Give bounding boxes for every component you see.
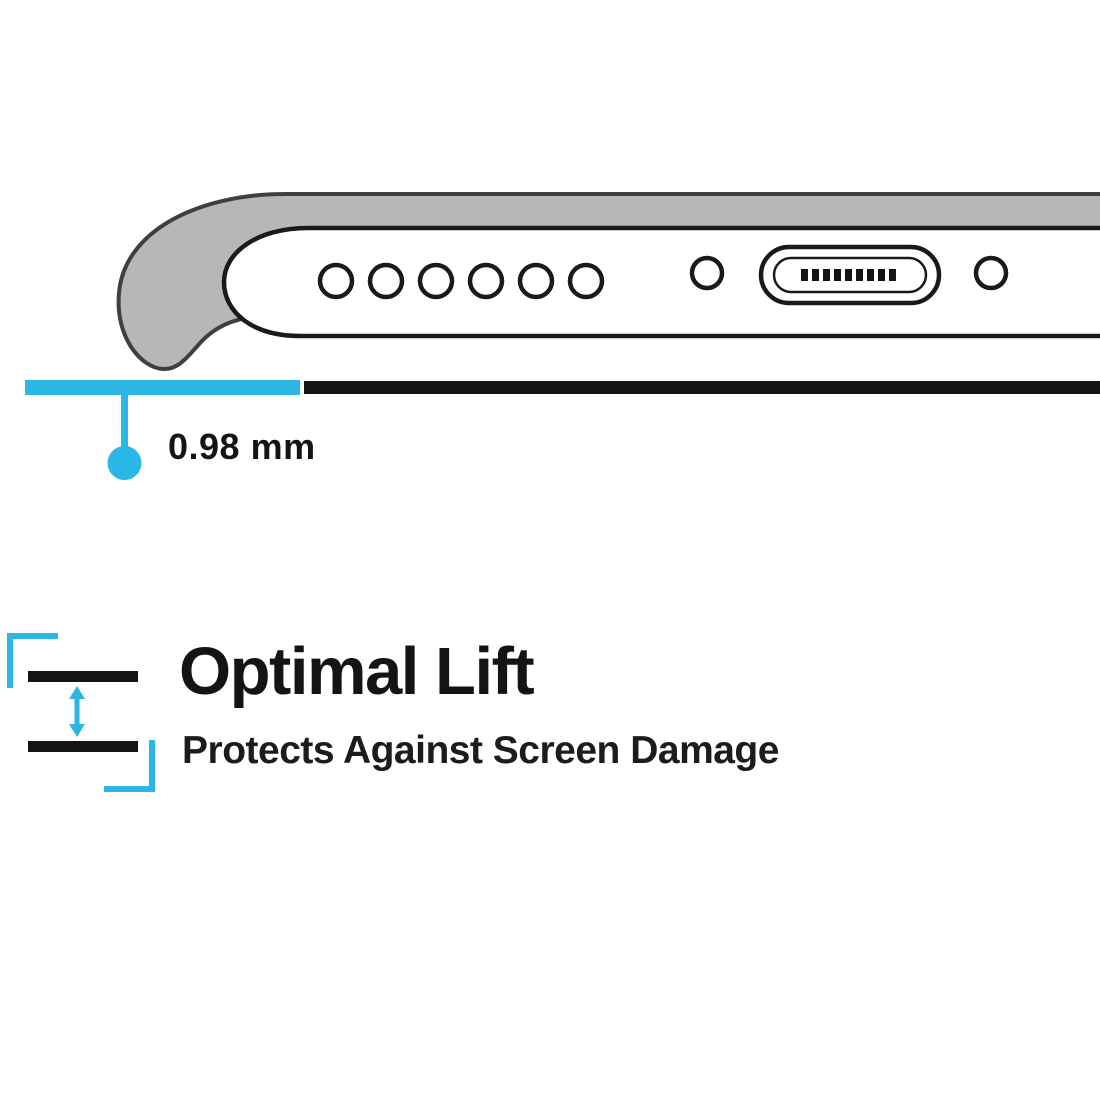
port-pin xyxy=(812,269,819,281)
port-pin xyxy=(845,269,852,281)
surface-line-black-segment xyxy=(304,381,1100,394)
feature-title: Optimal Lift xyxy=(179,634,535,709)
port-pin xyxy=(878,269,885,281)
speaker-hole-icon xyxy=(417,262,455,300)
port-pin xyxy=(834,269,841,281)
port-pins xyxy=(801,269,896,281)
surface-line xyxy=(25,380,1100,395)
phone-bottom-edge xyxy=(221,225,1100,339)
port-pin xyxy=(867,269,874,281)
speaker-hole-icon xyxy=(567,262,605,300)
speaker-hole-icon xyxy=(317,262,355,300)
lift-plate-bottom xyxy=(28,741,138,752)
port-pin xyxy=(856,269,863,281)
speaker-hole-icon xyxy=(517,262,555,300)
bracket-bottom-right-icon xyxy=(104,740,155,792)
lift-plate-top xyxy=(28,671,138,682)
port-pin xyxy=(801,269,808,281)
bracket-top-left-icon xyxy=(7,633,58,688)
screw-hole-icon xyxy=(689,255,725,291)
measurement-label: 0.98 mm xyxy=(168,426,316,467)
speaker-hole-icon xyxy=(467,262,505,300)
measurement-pin-dot xyxy=(107,446,142,480)
speaker-hole-icon xyxy=(367,262,405,300)
screw-hole-icon xyxy=(973,255,1009,291)
lift-icon xyxy=(7,633,155,792)
measurement-pin-stem xyxy=(121,394,128,450)
phone-case-illustration xyxy=(116,192,1100,371)
speaker-holes xyxy=(317,262,605,300)
measurement-pin-icon xyxy=(107,394,142,480)
surface-line-cyan-segment xyxy=(25,380,300,395)
port-pin xyxy=(889,269,896,281)
port-pin xyxy=(823,269,830,281)
port-inner-ring xyxy=(772,256,928,294)
feature-subtitle: Protects Against Screen Damage xyxy=(182,729,779,772)
double-arrow-icon xyxy=(69,686,85,737)
charging-port-icon xyxy=(758,244,942,306)
